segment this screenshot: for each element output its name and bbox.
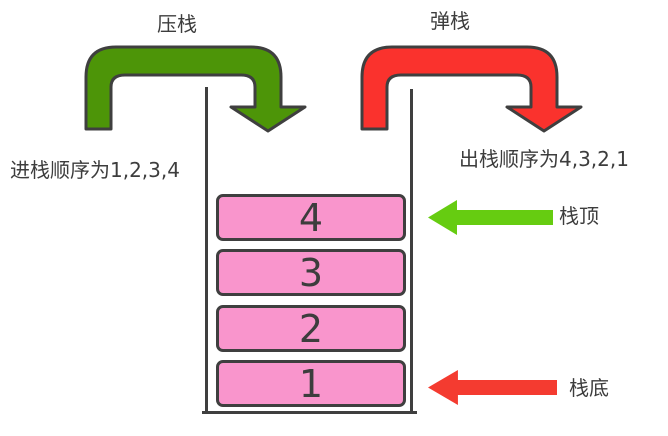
pop-label: 弹栈 [430, 9, 470, 33]
stack-bottom-label: 栈底 [569, 376, 609, 400]
stack-item: 1 [216, 360, 406, 407]
stack-item: 2 [216, 305, 406, 352]
pop-arrow-icon [360, 45, 583, 133]
push-order-text: 进栈顺序为1,2,3,4 [10, 158, 180, 182]
stack-left-wall [205, 87, 208, 411]
stack-right-wall [410, 89, 413, 411]
push-label: 压栈 [157, 12, 197, 36]
stack-bottom-arrow-icon [428, 370, 557, 405]
stack-base [202, 411, 417, 414]
stack-item: 3 [216, 249, 406, 296]
stack-top-arrow-icon [428, 200, 553, 235]
push-arrow-icon [84, 45, 307, 133]
stack-top-label: 栈顶 [559, 204, 599, 228]
pop-order-text: 出栈顺序为4,3,2,1 [459, 147, 629, 171]
stack-item: 4 [216, 194, 406, 241]
